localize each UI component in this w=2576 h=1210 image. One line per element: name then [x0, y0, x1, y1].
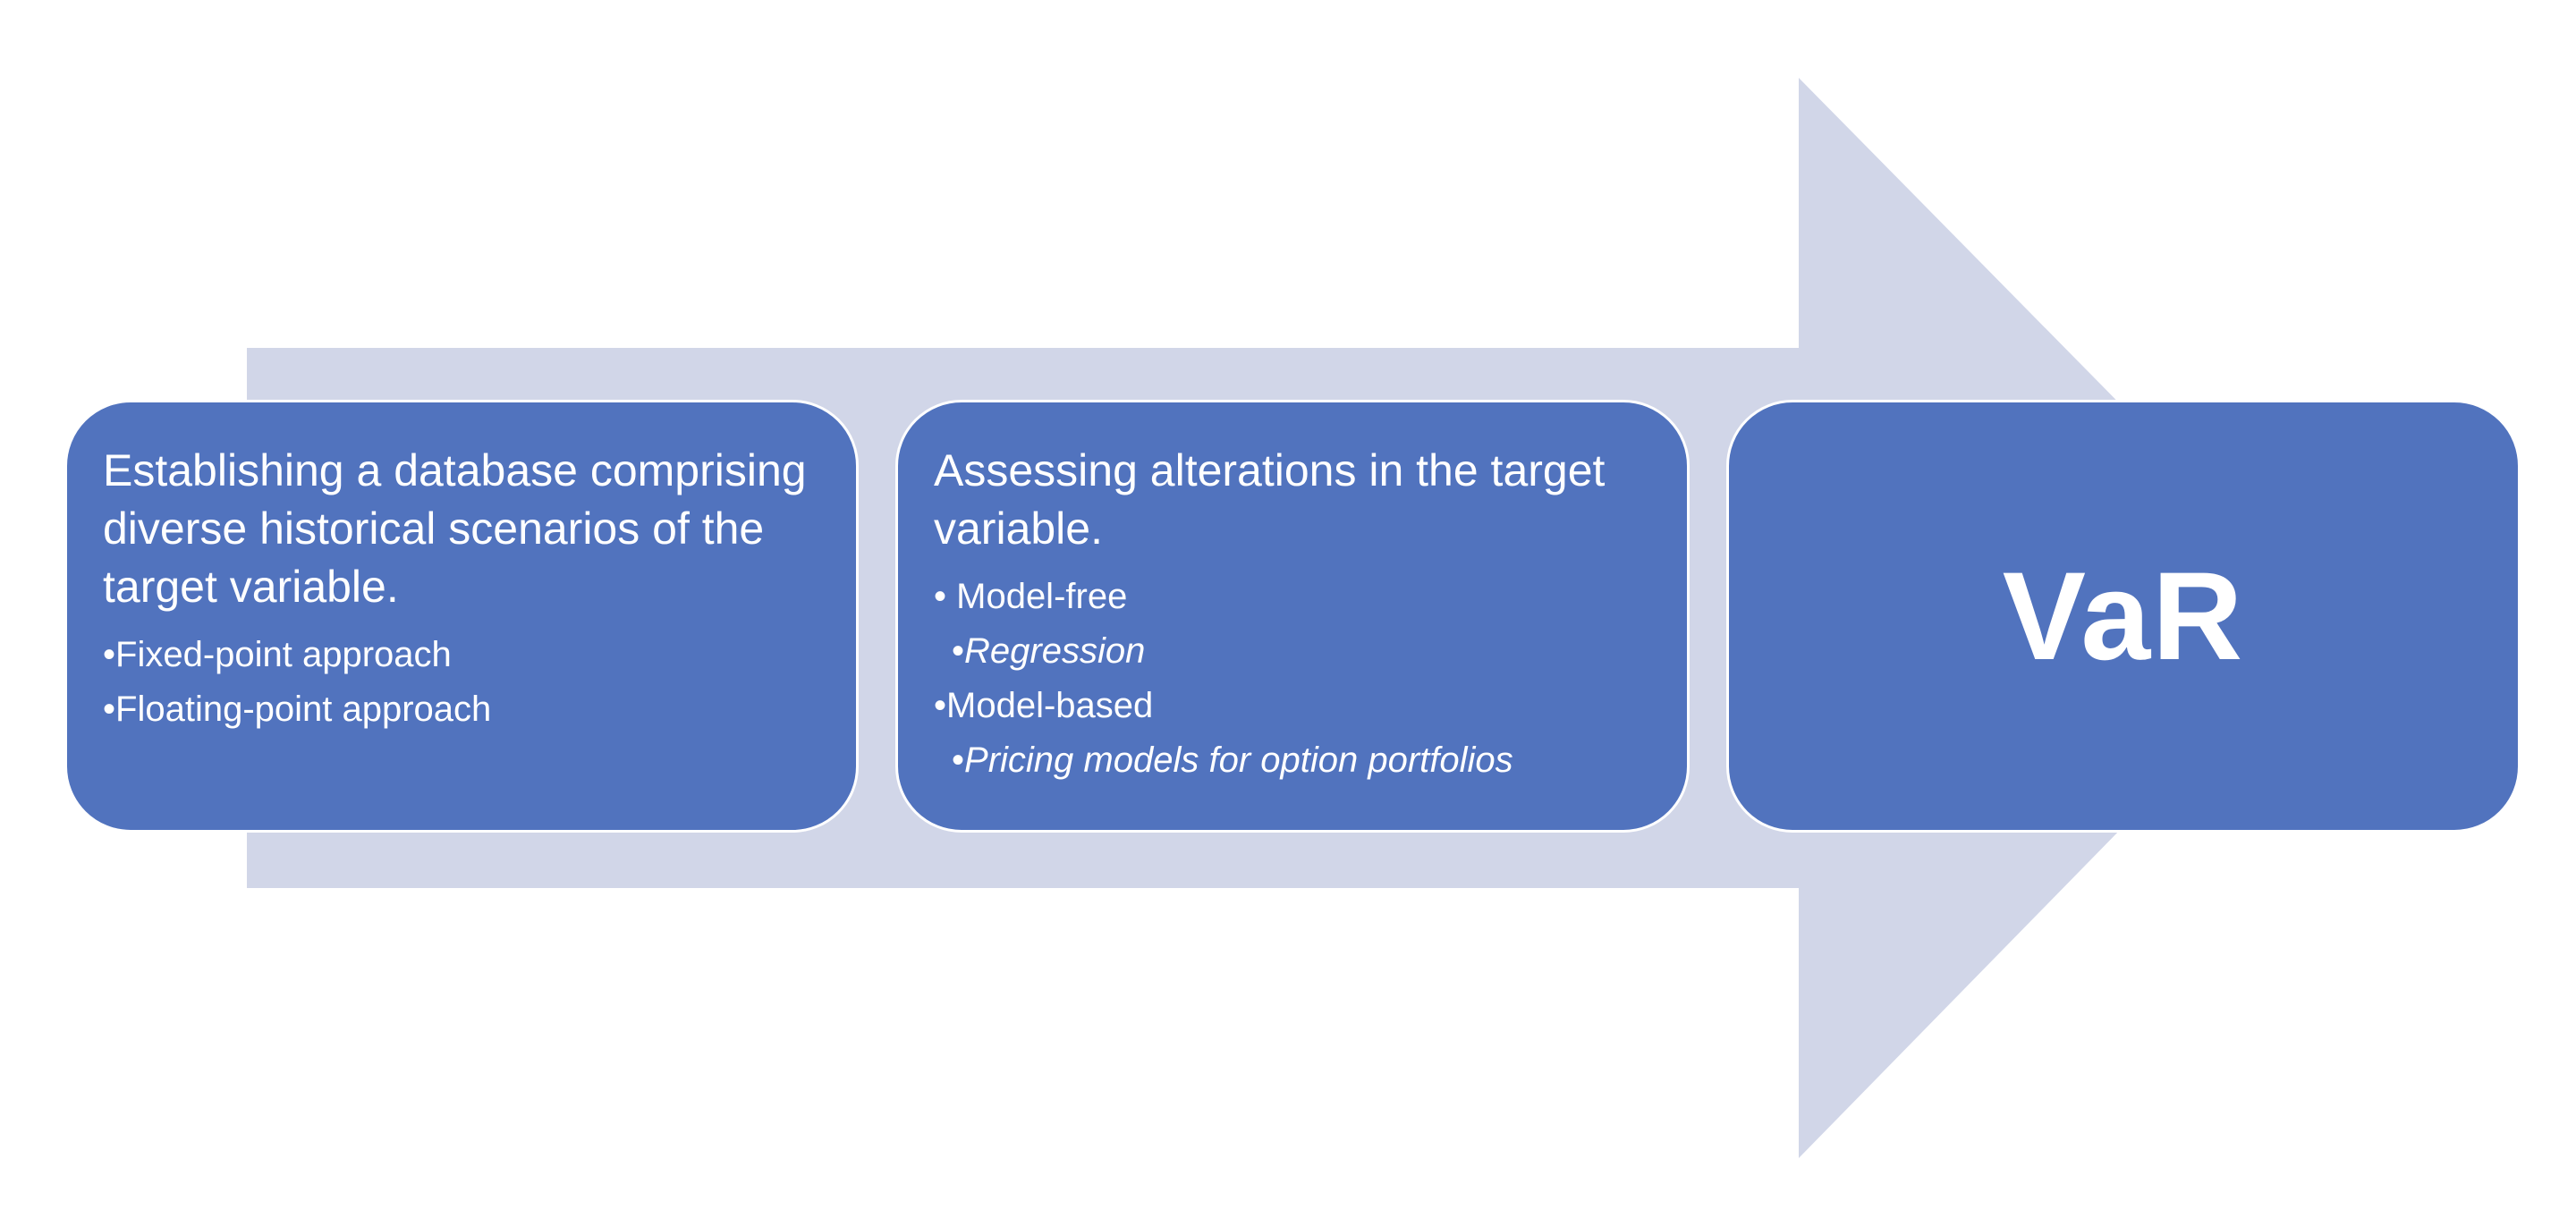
bullet-mark: •	[952, 631, 965, 671]
bullet-text: Pricing models for option portfolios	[964, 740, 1513, 780]
step-title-assessing: Assessing alterations in the target vari…	[934, 445, 1606, 554]
bullet-mark: •	[103, 635, 116, 674]
bullet-text: Floating-point approach	[115, 690, 492, 729]
bullet-text: Fixed-point approach	[115, 635, 452, 674]
bullet-floating-point: •Floating-point approach	[103, 682, 829, 737]
var-label: VaR	[2002, 546, 2245, 686]
step-bullets-database: •Fixed-point approach •Floating-point ap…	[103, 628, 829, 737]
step-box-var: VaR	[1726, 400, 2521, 833]
step-bullets-assessing: • Model-free •Regression •Model-based •P…	[934, 570, 1660, 788]
bullet-mark: •	[934, 686, 947, 725]
bullet-text: Model-based	[946, 686, 1154, 725]
bullet-model-based: •Model-based	[934, 679, 1660, 733]
step-box-assessing: Assessing alterations in the target vari…	[895, 400, 1690, 833]
bullet-mark: •	[103, 690, 116, 729]
bullet-fixed-point: •Fixed-point approach	[103, 628, 829, 682]
bullet-model-free: • Model-free	[934, 570, 1660, 624]
bullet-mark: •	[934, 577, 957, 616]
step-box-database: Establishing a database comprising diver…	[64, 400, 859, 833]
bullet-regression: •Regression	[934, 624, 1660, 679]
bullet-mark: •	[952, 740, 965, 780]
bullet-text: Regression	[964, 631, 1146, 671]
bullet-pricing-models: •Pricing models for option portfolios	[934, 733, 1660, 788]
step-title-database: Establishing a database comprising diver…	[103, 445, 807, 612]
bullet-text: Model-free	[956, 577, 1128, 616]
